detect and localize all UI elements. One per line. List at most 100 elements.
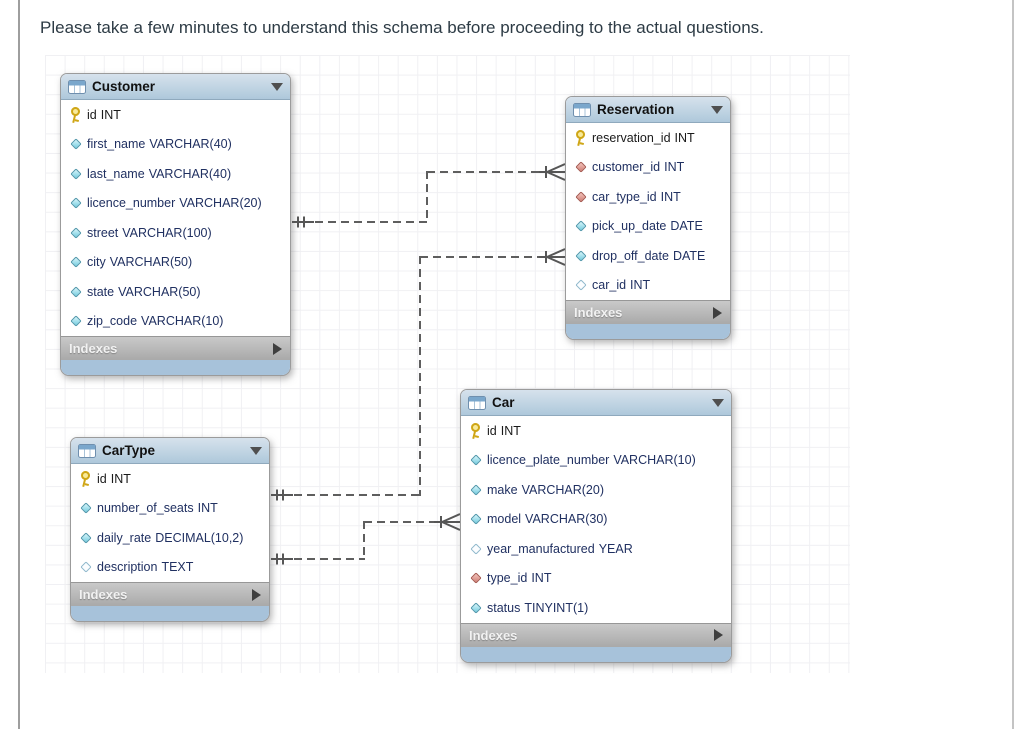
- chevron-down-icon: [250, 446, 262, 455]
- expand-right-icon: [273, 342, 282, 355]
- table-title: Customer: [92, 79, 156, 94]
- table-icon: [573, 102, 591, 117]
- attribute-icon: [68, 138, 83, 150]
- content-left-border: [18, 0, 20, 729]
- chevron-down-icon: [711, 105, 723, 114]
- cardinality-one-icon: [271, 553, 293, 565]
- indexes-bar: Indexes: [61, 336, 290, 360]
- indexes-bar: Indexes: [566, 300, 730, 324]
- foreign-key-icon: [573, 191, 588, 203]
- attribute-icon: [68, 197, 83, 209]
- table-icon: [468, 395, 486, 410]
- expand-right-icon: [252, 588, 261, 601]
- relationship-line: [315, 221, 428, 223]
- nullable-attribute-icon: [573, 279, 588, 291]
- indexes-bar: Indexes: [71, 582, 269, 606]
- table-icon: [68, 79, 86, 94]
- relationship-line: [426, 171, 428, 223]
- table-footer-bar: [71, 606, 269, 621]
- indexes-label: Indexes: [69, 341, 118, 356]
- relationship-line: [427, 171, 539, 173]
- chevron-down-icon: [271, 82, 283, 91]
- attribute-icon: [68, 315, 83, 327]
- primary-key-icon: [573, 129, 588, 141]
- indexes-bar: Indexes: [461, 622, 731, 647]
- attribute-icon: [468, 602, 483, 614]
- table-title: Reservation: [597, 102, 675, 117]
- cardinality-one-icon: [271, 489, 293, 501]
- content-right-border: [1012, 0, 1014, 729]
- relationship-line: [364, 521, 434, 523]
- relationship-line: [294, 558, 365, 560]
- table-title: Car: [492, 395, 515, 410]
- relationship-line: [294, 494, 420, 496]
- attribute-icon: [573, 250, 588, 262]
- foreign-key-icon: [573, 161, 588, 173]
- indexes-label: Indexes: [79, 587, 128, 602]
- primary-key-icon: [468, 422, 483, 434]
- table-customer-header: Customer: [61, 74, 290, 100]
- table-title: CarType: [102, 443, 156, 458]
- primary-key-icon: [78, 470, 93, 482]
- cardinality-one-icon: [292, 216, 314, 228]
- attribute-icon: [78, 532, 93, 544]
- attribute-icon: [68, 286, 83, 298]
- attribute-icon: [78, 502, 93, 514]
- crows-foot-many-icon: [539, 248, 565, 266]
- instruction-text: Please take a few minutes to understand …: [40, 18, 764, 37]
- table-icon: [78, 443, 96, 458]
- attribute-icon: [68, 256, 83, 268]
- attribute-icon: [573, 220, 588, 232]
- nullable-attribute-icon: [468, 543, 483, 555]
- indexes-label: Indexes: [469, 627, 518, 643]
- attribute-icon: [468, 484, 483, 496]
- nullable-attribute-icon: [78, 561, 93, 573]
- table-car-header: Car: [461, 390, 731, 416]
- table-footer-bar: [461, 646, 731, 662]
- relationship-line: [363, 521, 365, 560]
- chevron-down-icon: [712, 398, 724, 407]
- expand-right-icon: [714, 629, 723, 641]
- crows-foot-many-icon: [434, 513, 460, 531]
- relationship-line: [420, 256, 539, 258]
- attribute-icon: [468, 454, 483, 466]
- indexes-label: Indexes: [574, 305, 623, 320]
- table-cartype-header: CarType: [71, 438, 269, 464]
- foreign-key-icon: [468, 572, 483, 584]
- attribute-icon: [68, 168, 83, 180]
- table-reservation-header: Reservation: [566, 97, 730, 123]
- relationship-line: [419, 256, 421, 496]
- table-footer-bar: [566, 324, 730, 339]
